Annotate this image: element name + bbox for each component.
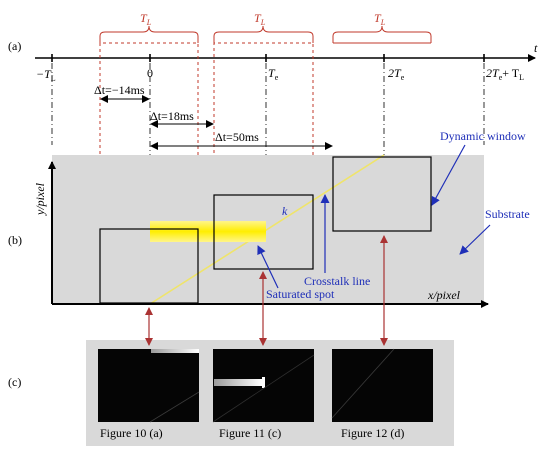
figure-1-streak — [151, 349, 199, 353]
window-1-brace — [99, 25, 199, 43]
figure-1-crosstalk — [149, 391, 200, 423]
panel-label-a: (a) — [8, 39, 21, 53]
delay-label-1: Δt=−14ms — [94, 83, 145, 97]
time-ticks — [51, 54, 485, 62]
figure-image-3 — [331, 348, 433, 422]
dynamic-window-label: Dynamic window — [440, 129, 526, 143]
dynamic-window-3 — [332, 156, 432, 232]
figure-caption-2: Figure 11 (c) — [219, 426, 281, 440]
window-2-brace — [213, 25, 314, 43]
figure-3-frame — [332, 349, 433, 422]
saturated-spot — [150, 221, 266, 242]
figure-image-2 — [212, 349, 315, 423]
exposure-window-1 — [99, 25, 199, 238]
figure-2-streak — [214, 379, 262, 386]
time-axis-label: t — [534, 41, 538, 55]
y-axis-label: y/pixel — [33, 182, 47, 216]
tick-label-te: Te — [268, 66, 279, 82]
substrate-pointer — [459, 224, 491, 255]
exposure-window-2 — [213, 25, 314, 195]
brace-label-2: TL — [254, 11, 266, 27]
tick-label-2te: 2Te — [388, 66, 405, 82]
window-1-bracket — [99, 42, 199, 238]
slope-label: k — [282, 204, 288, 218]
delay-label-3: Δt=50ms — [215, 130, 259, 144]
tick-label-2te-tl: 2Te+ TL — [486, 66, 524, 82]
crosstalk-label: Crosstalk line — [304, 274, 370, 288]
crosstalk-line — [149, 154, 385, 305]
window-2-bracket — [213, 42, 314, 195]
substrate-label: Substrate — [485, 207, 530, 221]
delay-label-2: Δt=18ms — [150, 109, 194, 123]
dynamic-window-pointer — [431, 144, 466, 206]
saturated-pointer — [257, 245, 279, 289]
figure-3-crosstalk — [331, 348, 395, 419]
figure-2-streak-cap — [262, 377, 265, 388]
panel-label-c: (c) — [8, 375, 21, 389]
figure-2-crosstalk — [212, 354, 315, 423]
x-axis-label: x/pixel — [427, 288, 461, 302]
panel-label-b: (b) — [8, 233, 22, 247]
tick-label-neg-tl: −TL — [36, 67, 56, 83]
figure-1-frame — [98, 349, 199, 422]
figure-caption-1: Figure 10 (a) — [100, 426, 163, 440]
window-3-brace — [332, 25, 432, 43]
exposure-window-3 — [332, 25, 432, 44]
brace-label-3: TL — [374, 11, 386, 27]
brace-label-1: TL — [140, 11, 152, 27]
dynamic-window-2 — [213, 194, 314, 270]
saturated-label: Saturated spot — [266, 287, 335, 301]
figure-caption-3: Figure 12 (d) — [341, 426, 404, 440]
figure-image-1 — [98, 349, 200, 423]
